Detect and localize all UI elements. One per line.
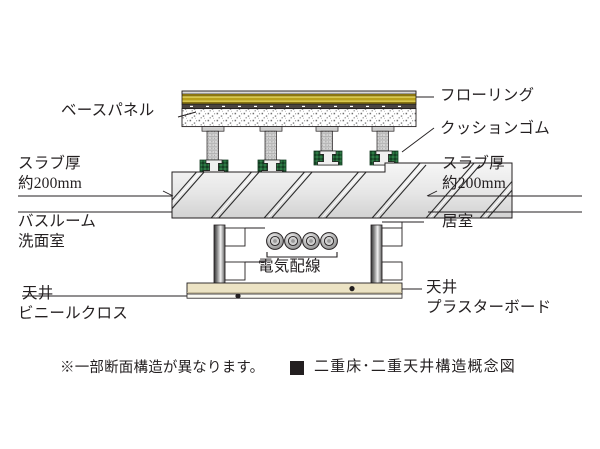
electrical-conduit-group xyxy=(266,232,338,258)
support-post-2 xyxy=(259,126,283,161)
ceiling-hanger-left xyxy=(213,224,265,288)
support-post-1 xyxy=(201,126,225,161)
support-post-3 xyxy=(315,126,339,152)
ceiling-hanger-right xyxy=(370,221,424,288)
conduit-4 xyxy=(320,232,338,250)
label-electrical-wiring: 電気配線 xyxy=(258,258,321,275)
leader-lines xyxy=(18,96,582,297)
label-slab-thickness-left-line2: 約200mm xyxy=(18,175,83,192)
ceiling-board-assembly xyxy=(186,282,403,299)
support-post-4 xyxy=(371,126,395,152)
label-room-left-line2: 洗面室 xyxy=(18,233,66,250)
label-ceiling-right-line1: 天井 xyxy=(426,279,458,296)
caption-square-marker xyxy=(290,361,304,375)
flooring-dash-marks xyxy=(190,105,401,107)
label-room-right: 居室 xyxy=(442,213,474,230)
conduit-1 xyxy=(266,232,284,250)
plasterboard-dot xyxy=(349,286,355,292)
cushion-rubber-3 xyxy=(313,150,343,166)
base-panel-layer xyxy=(181,108,417,128)
slab-hatch-left xyxy=(172,172,385,218)
label-cushion-rubber: クッションゴム xyxy=(440,120,550,137)
leader-dots xyxy=(235,286,355,299)
conduit-3 xyxy=(302,232,320,250)
label-slab-thickness-right-line2: 約200mm xyxy=(442,175,507,192)
label-slab-thickness-left-line1: スラブ厚 xyxy=(18,155,81,172)
concrete-slab xyxy=(171,162,513,219)
caption-title: 二重床･二重天井構造概念図 xyxy=(314,359,516,375)
slab-hatch-right xyxy=(385,163,512,218)
label-ceiling-right-line2: プラスターボード xyxy=(426,299,552,316)
label-room-left-line1: バスルーム xyxy=(18,213,97,230)
label-ceiling-left-line1: 天井 xyxy=(22,285,54,302)
vinyl-cloth-dot xyxy=(235,293,241,299)
label-slab-thickness-right-line1: スラブ厚 xyxy=(442,155,505,172)
conduit-2 xyxy=(284,232,302,250)
label-flooring: フローリング xyxy=(440,87,535,104)
label-ceiling-left-line2: ビニールクロス xyxy=(18,305,128,322)
caption-note: ※一部断面構造が異なります。 xyxy=(60,360,265,376)
label-base-panel: ベースパネル xyxy=(61,102,155,119)
flooring-layer-group xyxy=(181,90,417,109)
